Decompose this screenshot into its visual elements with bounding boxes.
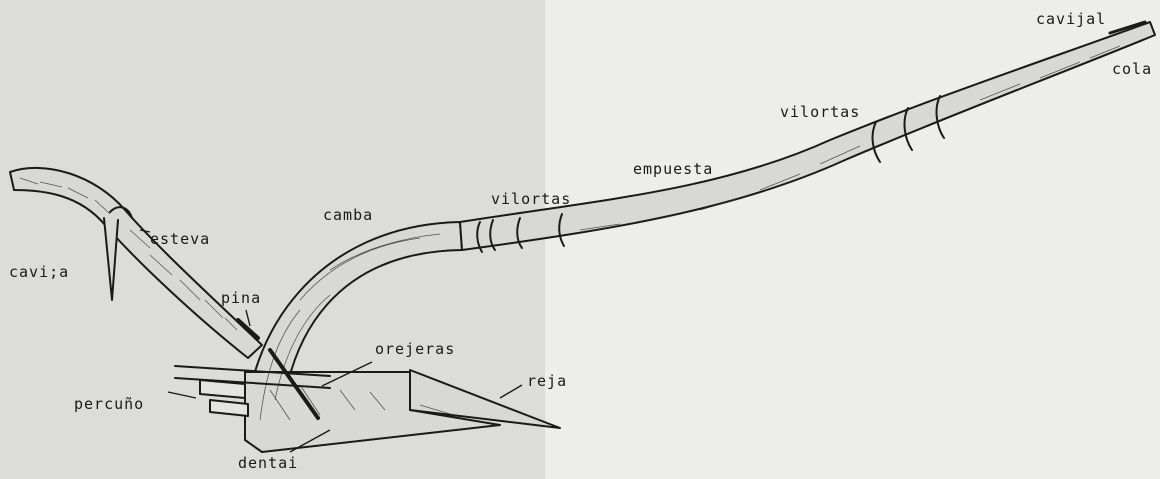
label-empuesta: empuesta: [633, 160, 713, 178]
label-orejeras: orejeras: [375, 340, 455, 358]
label-esteva: esteva: [150, 230, 210, 248]
label-cola: cola: [1112, 60, 1152, 78]
percuno-block-2: [210, 400, 248, 416]
empuesta-part: [460, 22, 1155, 250]
label-camba: camba: [323, 206, 373, 224]
percuno-arrow: [168, 392, 196, 398]
cavija-peg: [104, 218, 118, 300]
label-vilortas-upper: vilortas: [780, 103, 860, 121]
label-cavijal: cavijal: [1036, 10, 1106, 28]
label-percuno: percuño: [74, 395, 144, 413]
label-dental: dentai: [238, 454, 298, 472]
label-pina: pina: [221, 289, 261, 307]
reja-arrow: [500, 385, 522, 398]
label-vilortas-lower: vilortas: [491, 190, 571, 208]
percuno-block: [200, 380, 245, 398]
pina-arrow: [246, 310, 250, 326]
label-cavija: cavi;a: [9, 263, 69, 281]
label-reja: reja: [527, 372, 567, 390]
